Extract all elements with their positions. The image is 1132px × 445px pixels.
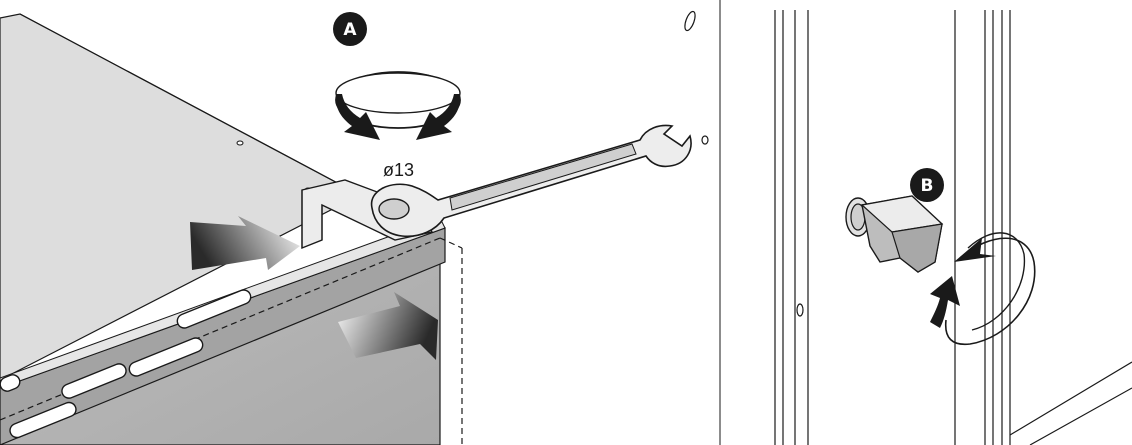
slide-arrow-icon	[190, 216, 300, 270]
wall-hole	[684, 10, 696, 32]
step-badge-b-label: B	[921, 176, 934, 196]
wrench-size-label: ø13	[383, 160, 414, 180]
step-badge-a-label: A	[343, 20, 357, 40]
door-frame	[774, 10, 1011, 445]
frame-hole	[796, 303, 804, 317]
cabinet-top-edge	[19, 13, 361, 196]
bracket-edge	[301, 190, 323, 248]
wall-hole	[701, 135, 709, 145]
rotate-both-directions-icon	[335, 71, 461, 140]
rotate-arrow-icon	[930, 232, 1036, 346]
floor-edge	[1009, 361, 1132, 445]
rail-slots	[0, 289, 252, 439]
step-badge-b: B	[910, 168, 944, 202]
screw-hole	[236, 140, 244, 146]
panel-a: ø13 A	[0, 0, 721, 445]
panel-b: B	[774, 10, 1132, 445]
step-badge-a: A	[333, 12, 367, 46]
dashed-guide	[439, 237, 463, 249]
slide-arrow-icon	[338, 292, 438, 360]
wrench-icon	[370, 124, 692, 238]
latch-knob	[845, 195, 944, 273]
